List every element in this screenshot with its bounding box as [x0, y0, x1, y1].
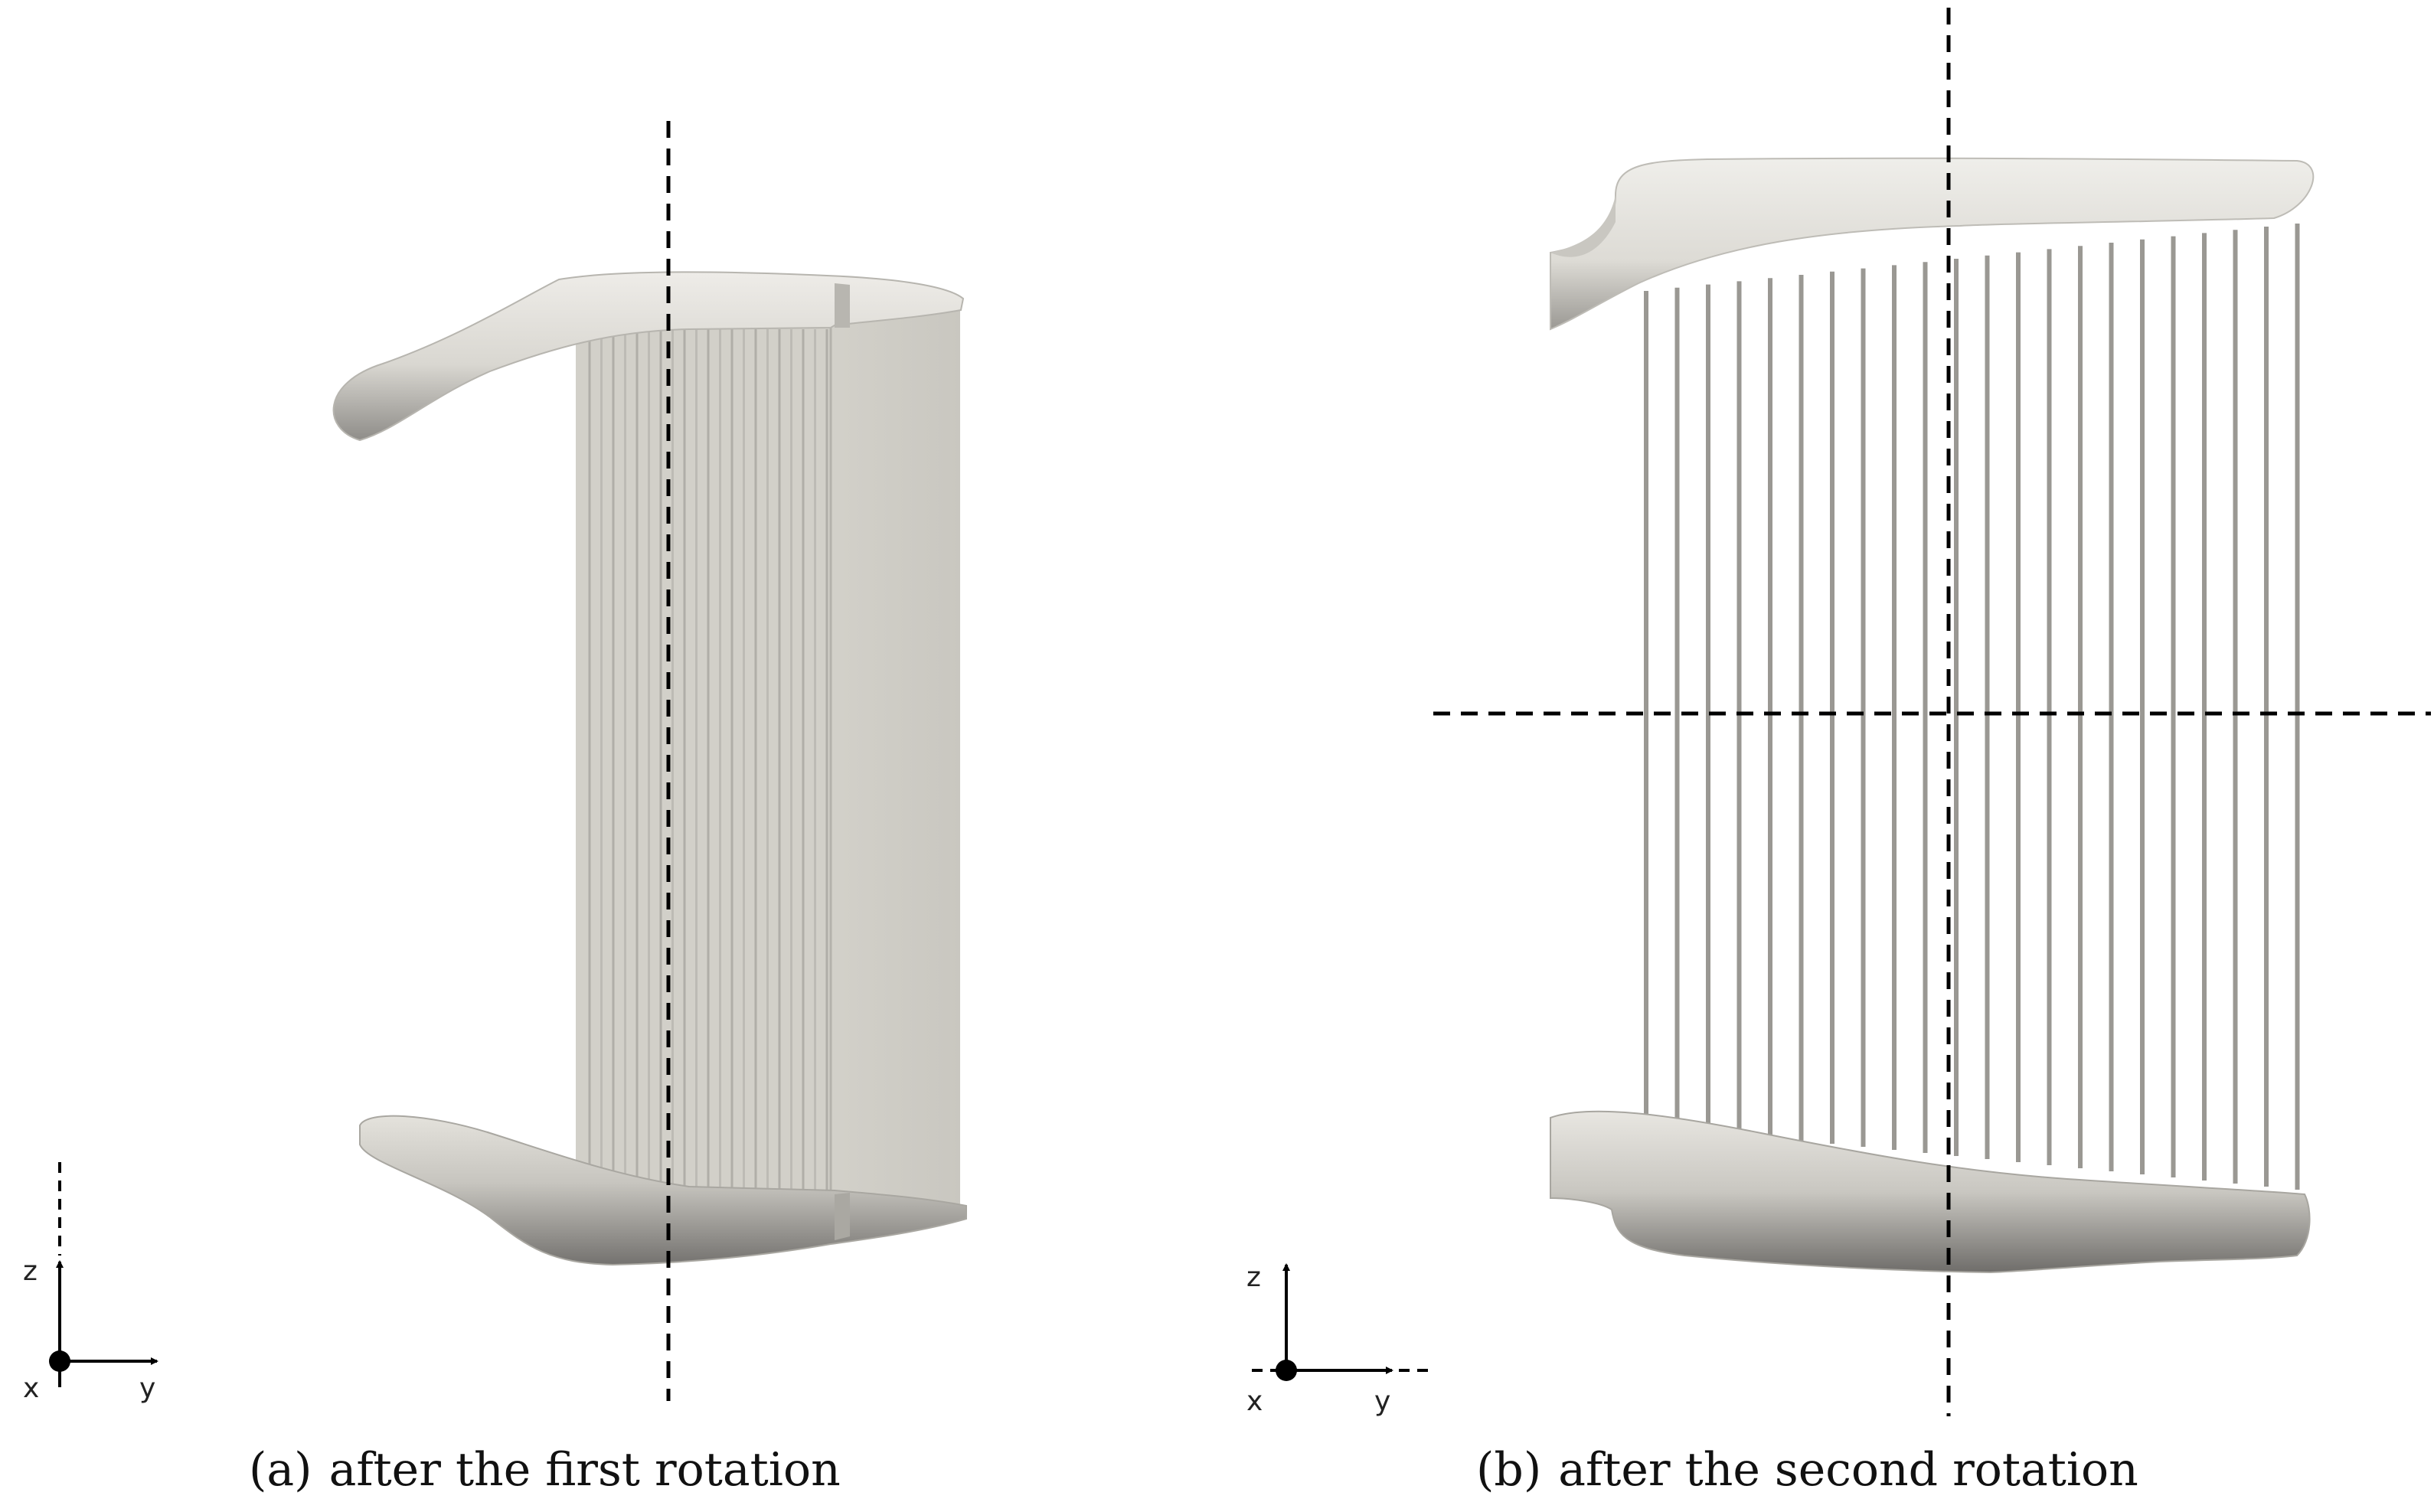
- caption-a-text: after the first rotation: [328, 1443, 841, 1497]
- triad-x-dot-a: [49, 1350, 70, 1372]
- triad-y-label-a: y: [139, 1373, 155, 1404]
- caption-b-text: after the second rotation: [1558, 1443, 2138, 1497]
- blade-lines-a: [588, 329, 828, 1190]
- triad-x-label-a: x: [23, 1373, 39, 1404]
- blade-lines-b: [1644, 224, 2300, 1190]
- caption-b: (b) after the second rotation: [1476, 1439, 2138, 1501]
- caption-b-tag: (b): [1476, 1443, 1542, 1497]
- side-plate-a: [827, 306, 960, 1210]
- panel-b: z x y: [1246, 8, 2431, 1417]
- triad-y-label-b: y: [1374, 1386, 1390, 1417]
- triad-x-label-b: x: [1246, 1386, 1263, 1417]
- bottom-hub-a: [359, 1115, 967, 1266]
- panel-a: z x y: [23, 121, 967, 1404]
- caption-a: (a) after the first rotation: [249, 1439, 841, 1501]
- coordinate-triad-a: z x y: [23, 1162, 158, 1404]
- blade-stack-a: [576, 325, 835, 1190]
- triad-x-dot-b: [1276, 1360, 1297, 1381]
- bottom-hub-front-a: [835, 1193, 850, 1240]
- coordinate-triad-b: z x y: [1246, 1262, 1432, 1417]
- top-hub-lip-b: [1550, 195, 1616, 257]
- triad-z-label-a: z: [23, 1256, 38, 1287]
- caption-a-tag: (a): [249, 1443, 312, 1497]
- triad-z-label-b: z: [1246, 1262, 1261, 1293]
- bottom-hub-b: [1550, 1110, 2311, 1274]
- top-hub-a: [332, 271, 965, 442]
- top-hub-b: [1550, 157, 2315, 331]
- top-hub-front-a: [835, 283, 850, 328]
